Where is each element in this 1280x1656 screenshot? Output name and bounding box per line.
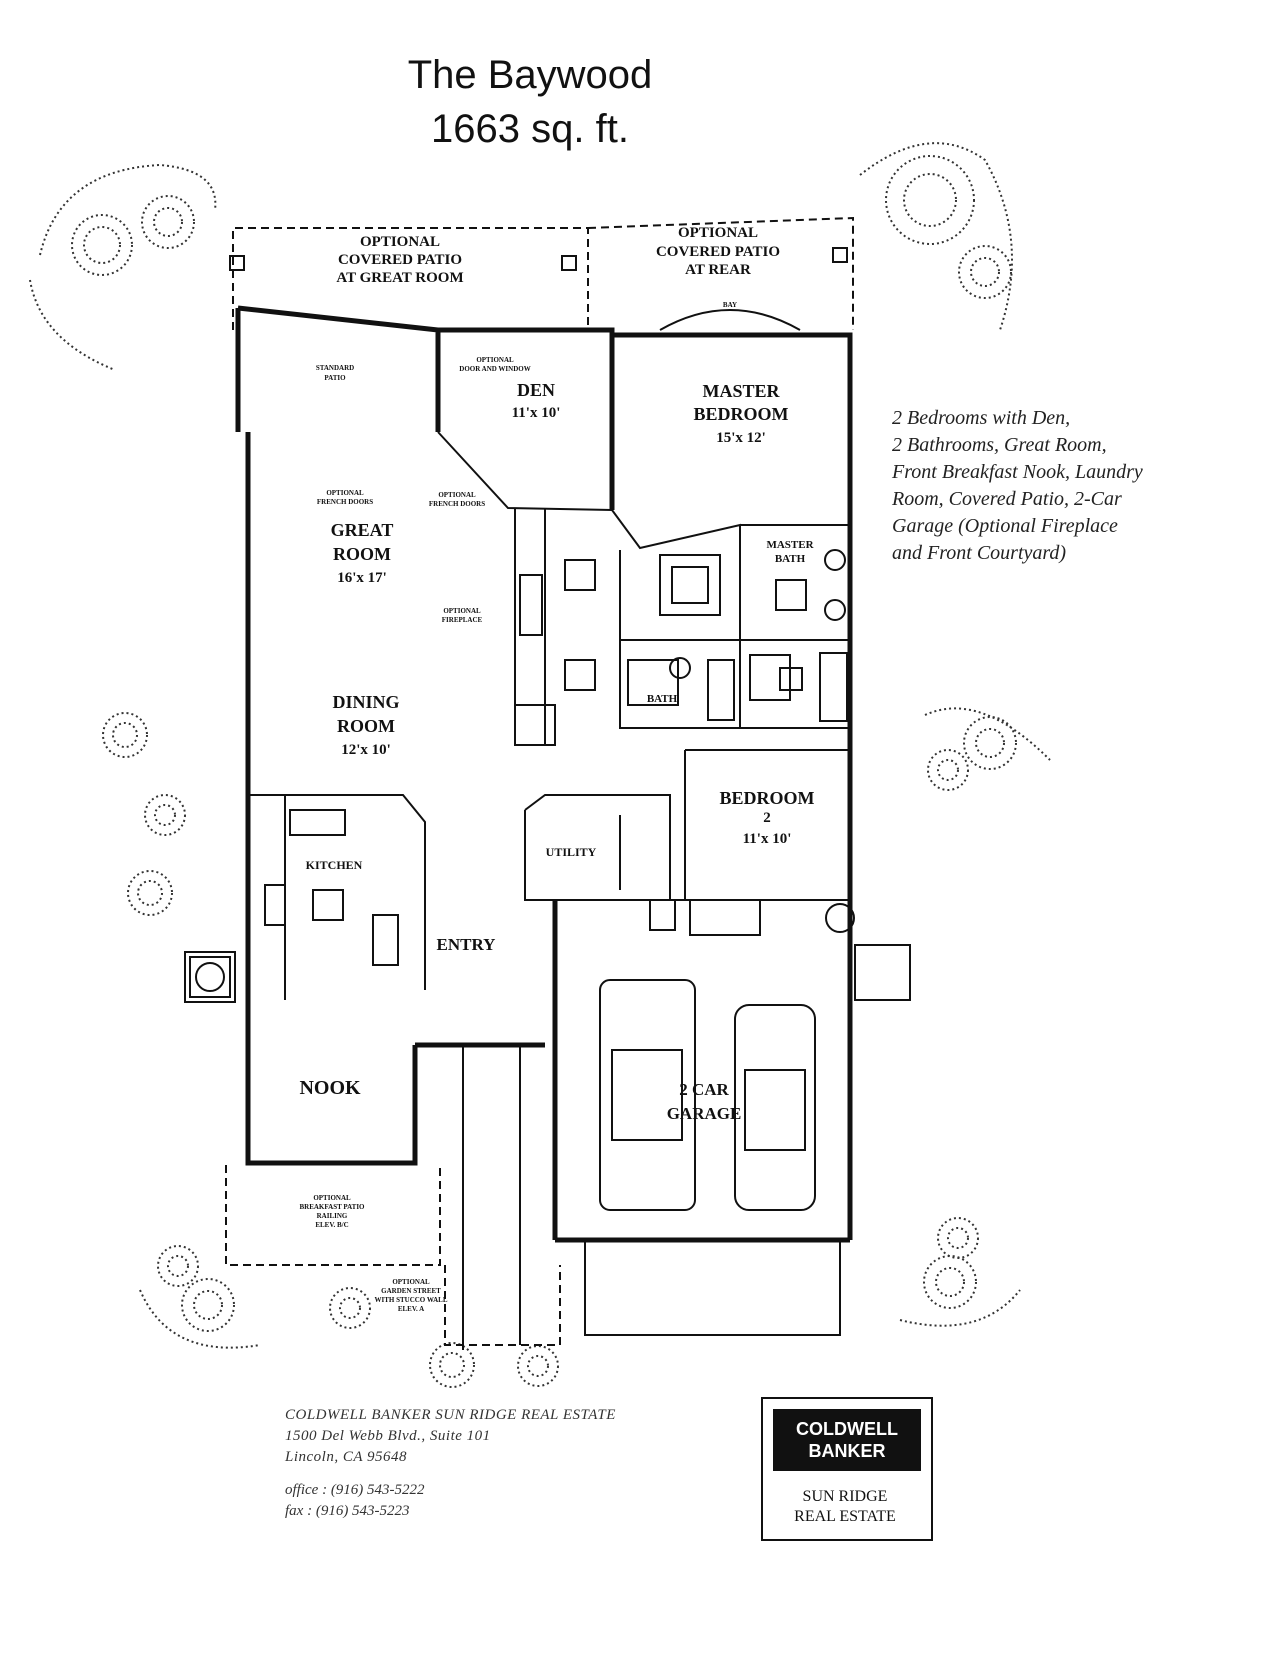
garage-cars — [599, 979, 816, 1211]
description-line: Front Breakfast Nook, Laundry — [892, 461, 1143, 483]
description-line: Garage (Optional Fireplace — [892, 515, 1118, 537]
small-notes: STANDARD PATIO OPTIONAL DOOR AND WINDOW … — [299, 301, 737, 1313]
coldwell-banker-logo: COLDWELL BANKER SUN RIDGE REAL ESTATE — [761, 1397, 933, 1541]
master-bath-label: BATH — [775, 553, 806, 565]
description-line: Room, Covered Patio, 2-Car — [892, 488, 1122, 510]
french-doors-note: FRENCH DOORS — [317, 498, 373, 506]
courtyard-note: GARDEN STREET — [381, 1287, 441, 1295]
patio-great-room-label: AT GREAT ROOM — [336, 270, 463, 286]
french-doors-note: OPTIONAL — [326, 489, 364, 497]
broker-office: office : (916) 543-5222 — [285, 1482, 425, 1498]
landscape-shrubs — [29, 142, 1051, 1388]
fixtures — [264, 549, 848, 966]
plan-description: 2 Bedrooms with Den, 2 Bathrooms, Great … — [892, 405, 1232, 567]
description-line: and Front Courtyard) — [892, 542, 1067, 564]
bedroom-2-name: 2 — [763, 810, 771, 826]
nook-label: NOOK — [299, 1077, 361, 1099]
bedroom-2-name: BEDROOM — [719, 788, 814, 808]
front-walkway — [462, 1045, 841, 1350]
patio-rear-label: OPTIONAL — [678, 225, 758, 241]
dining-room-name: ROOM — [337, 716, 395, 736]
courtyard-medallion — [184, 951, 236, 1003]
great-room-name: ROOM — [333, 544, 391, 564]
broker-contact: office : (916) 543-5222 fax : (916) 543-… — [285, 1480, 425, 1522]
patio-great-room-label: COVERED PATIO — [338, 252, 462, 268]
exterior-walls — [235, 305, 853, 1243]
plan-title: The Baywood — [407, 53, 653, 97]
broker-address-2: Lincoln, CA 95648 — [285, 1449, 407, 1465]
standard-patio-note: STANDARD — [316, 364, 354, 372]
patio-rear-label: AT REAR — [685, 262, 751, 278]
den-doors-note: OPTIONAL — [476, 356, 514, 364]
dining-room-size: 12'x 10' — [341, 742, 391, 758]
courtyard-note: OPTIONAL — [392, 1278, 430, 1286]
plan-area: 1663 sq. ft. — [431, 107, 629, 151]
patio-great-room-label: OPTIONAL — [360, 234, 440, 250]
optional-patios — [225, 216, 854, 1346]
nook-patio-note: BREAKFAST PATIO — [299, 1203, 365, 1211]
french-doors-note: OPTIONAL — [438, 491, 476, 499]
great-room-size: 16'x 17' — [337, 570, 387, 586]
broker-info: COLDWELL BANKER SUN RIDGE REAL ESTATE 15… — [285, 1405, 616, 1468]
broker-name: COLDWELL BANKER SUN RIDGE REAL ESTATE — [285, 1407, 616, 1423]
logo-line: COLDWELL — [796, 1419, 898, 1439]
garage-label: 2 CAR — [679, 1080, 729, 1099]
fireplace-note: OPTIONAL — [443, 607, 481, 615]
fireplace-note: FIREPLACE — [442, 616, 483, 624]
bay-window-note: BAY — [723, 301, 737, 309]
logo-mark: COLDWELL BANKER — [773, 1409, 921, 1471]
entry-label: ENTRY — [437, 935, 496, 954]
logo-line: BANKER — [808, 1441, 886, 1461]
logo-sub-line: REAL ESTATE — [794, 1508, 896, 1525]
utility-label: UTILITY — [546, 845, 597, 859]
broker-fax: fax : (916) 543-5223 — [285, 1503, 410, 1519]
description-line: 2 Bedrooms with Den, — [892, 407, 1071, 429]
french-doors-note: FRENCH DOORS — [429, 500, 485, 508]
dining-room-name: DINING — [332, 692, 399, 712]
kitchen-label: KITCHEN — [306, 858, 363, 872]
patio-rear-label: COVERED PATIO — [656, 244, 780, 260]
description-line: 2 Bathrooms, Great Room, — [892, 434, 1107, 456]
den-size: 11'x 10' — [512, 405, 561, 421]
interior-walls — [248, 431, 911, 1001]
logo-sub-line: SUN RIDGE — [802, 1488, 888, 1505]
courtyard-note: WITH STUCCO WALL — [374, 1296, 447, 1304]
master-bedroom-size: 15'x 12' — [716, 430, 766, 446]
room-labels: OPTIONAL COVERED PATIO AT GREAT ROOM OPT… — [299, 225, 814, 1123]
great-room-name: GREAT — [331, 520, 394, 540]
bath-label: BATH — [647, 693, 678, 705]
garage-label: GARAGE — [667, 1104, 742, 1123]
courtyard-note: ELEV. A — [398, 1305, 424, 1313]
nook-patio-note: OPTIONAL — [313, 1194, 351, 1202]
nook-patio-note: RAILING — [317, 1212, 348, 1220]
master-bath-label: MASTER — [766, 539, 814, 551]
standard-patio-note: PATIO — [324, 374, 346, 382]
logo-subtitle: SUN RIDGE REAL ESTATE — [763, 1487, 927, 1527]
master-bedroom-name: MASTER — [702, 381, 780, 401]
nook-patio-note: ELEV. B/C — [315, 1221, 348, 1229]
den-doors-note: DOOR AND WINDOW — [459, 365, 530, 373]
bedroom-2-size: 11'x 10' — [743, 831, 792, 847]
den-name: DEN — [517, 380, 555, 400]
master-bedroom-name: BEDROOM — [693, 404, 788, 424]
broker-address-1: 1500 Del Webb Blvd., Suite 101 — [285, 1428, 491, 1444]
